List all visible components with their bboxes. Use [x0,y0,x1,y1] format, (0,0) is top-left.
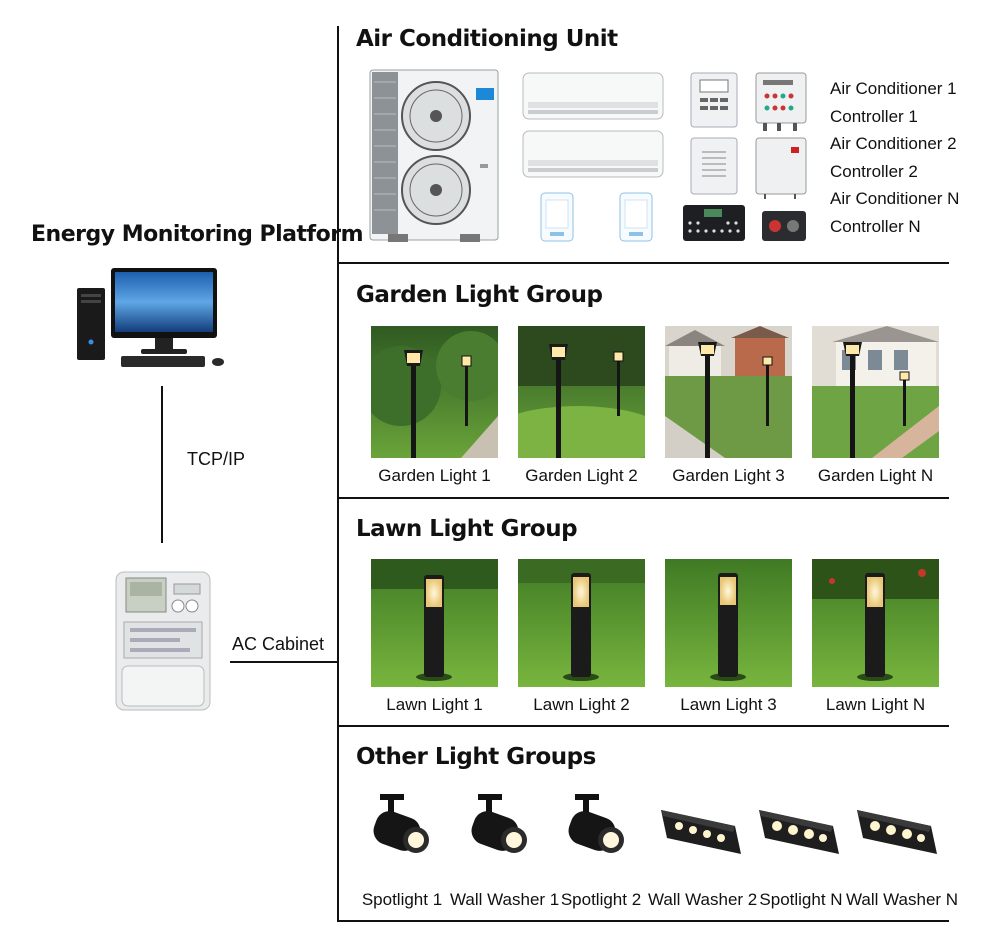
garden-light-2-photo [518,326,645,458]
wall-washer-n-label: Wall Washer N [846,890,959,909]
remote-controller-2-image [619,192,653,247]
indoor-unit-1-image [522,72,664,125]
ac-cabinet-label: AC Cabinet [232,634,325,654]
energy-meter-icon [112,570,214,717]
ac-device-list: Air Conditioner 1 Controller 1 Air Condi… [830,75,959,240]
platform-title: Energy Monitoring Platform [31,222,364,247]
device-label-controller-2: Controller 2 [830,161,918,181]
spotlight-1-label: Spotlight 1 [361,890,443,909]
garden-light-3-photo [665,326,792,458]
garden-light-1-label: Garden Light 1 [378,466,491,485]
wall-controller-1-image [690,72,738,133]
wall-washer-1-label: Wall Washer 1 [450,890,560,909]
lawn-light-2-photo [518,559,645,691]
spotlight-n-image [755,806,843,865]
spotlight-1-image [366,792,436,865]
thermostat-controller-image [761,210,807,247]
tcp-ip-link-line [161,386,163,543]
wall-washer-n-image [853,806,941,865]
wall-washer-2-image [657,806,745,865]
garden-light-3-label: Garden Light 3 [672,466,785,485]
device-label-air-conditioner-1: Air Conditioner 1 [830,79,957,98]
garden-light-n-photo [812,326,939,458]
section-title-lawn-light-group: Lawn Light Group [356,516,578,542]
lawn-light-2-label: Lawn Light 2 [533,695,630,714]
device-label-air-conditioner-n: Air Conditioner N [830,189,960,208]
lawn-light-1-label: Lawn Light 1 [386,695,483,714]
control-box-2-image [755,137,807,204]
device-label-controller-1: Controller 1 [830,106,918,126]
wall-controller-2-image [690,137,738,200]
section-divider [337,920,949,922]
cabinet-connection-line [230,661,338,663]
wall-washer-2-label: Wall Washer 2 [648,890,758,909]
control-box-1-image [755,72,807,137]
device-label-air-conditioner-2: Air Conditioner 2 [830,134,957,153]
garden-light-1-photo [371,326,498,458]
garden-light-n-label: Garden Light N [817,466,934,485]
section-title-other-light-groups: Other Light Groups [356,744,596,770]
tcp-ip-label: TCP/IP [187,449,246,469]
spotlight-2-image [561,792,631,865]
wall-washer-1-image [464,792,534,865]
spotlight-2-label: Spotlight 2 [560,890,642,909]
computer-icon [75,266,230,376]
garden-light-2-label: Garden Light 2 [525,466,638,485]
lawn-light-n-photo [812,559,939,691]
outdoor-unit-image [368,68,500,251]
spotlight-n-label: Spotlight N [759,890,843,909]
device-label-controller-n: Controller N [830,216,921,236]
lawn-light-3-label: Lawn Light 3 [680,695,777,714]
indoor-unit-2-image [522,130,664,183]
section-divider [337,262,949,264]
section-title-garden-light-group: Garden Light Group [356,282,603,308]
section-divider [337,497,949,499]
lawn-light-3-photo [665,559,792,691]
section-title-air-conditioning: Air Conditioning Unit [356,26,618,52]
lawn-light-1-photo [371,559,498,691]
main-bus-line [337,26,339,922]
keypad-controller-image [682,204,746,247]
remote-controller-1-image [540,192,574,247]
section-divider [337,725,949,727]
lawn-light-n-label: Lawn Light N [825,695,926,714]
